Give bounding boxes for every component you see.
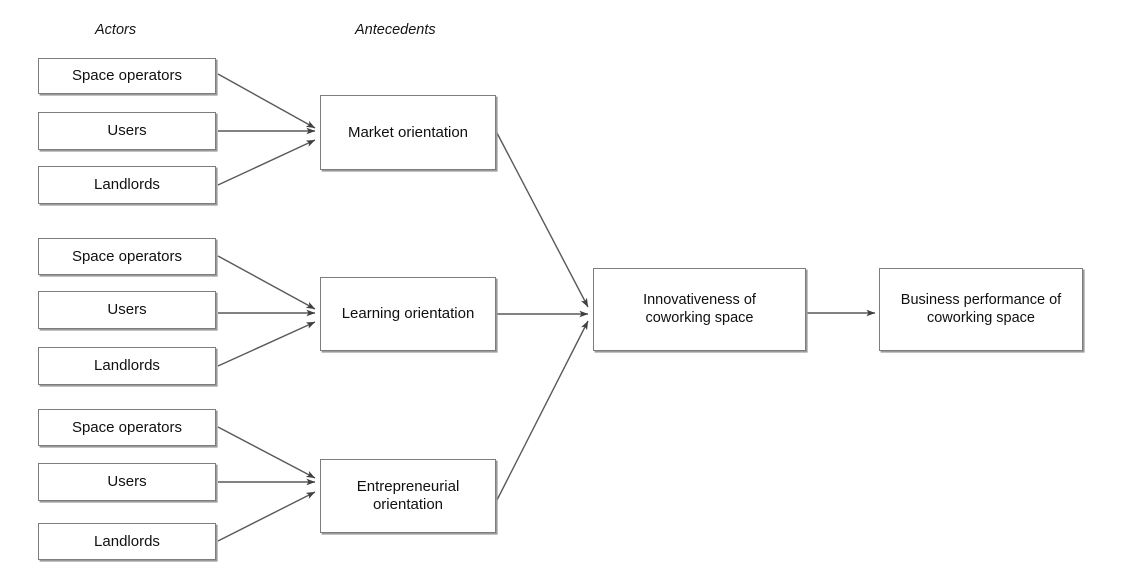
actor-box-entrepreneurial-landlords[interactable]: Landlords bbox=[38, 523, 216, 560]
node-label: Market orientation bbox=[347, 123, 469, 141]
actor-box-market-users[interactable]: Users bbox=[38, 112, 216, 150]
outcome-box-business-performance[interactable]: Business performance of coworking space bbox=[879, 268, 1083, 351]
actor-box-learning-space-operators[interactable]: Space operators bbox=[38, 238, 216, 275]
node-label: Users bbox=[107, 122, 147, 140]
node-label: Space operators bbox=[71, 418, 183, 436]
node-label: Business performance of coworking space bbox=[900, 292, 1062, 326]
node-label: Landlords bbox=[94, 176, 160, 194]
actor-box-market-space-operators[interactable]: Space operators bbox=[38, 58, 216, 94]
column-header-actors: Actors bbox=[95, 22, 137, 38]
actor-box-entrepreneurial-space-operators[interactable]: Space operators bbox=[38, 409, 216, 446]
node-label: Learning orientation bbox=[341, 305, 475, 323]
edge-landlords-to-entrepreneurial bbox=[217, 491, 316, 542]
antecedent-box-entrepreneurial[interactable]: Entrepreneurial orientation bbox=[320, 459, 496, 533]
antecedent-box-learning[interactable]: Learning orientation bbox=[320, 277, 496, 351]
node-label: Landlords bbox=[94, 357, 160, 375]
edge-landlords-to-learning bbox=[217, 321, 316, 367]
edge-space-operators-to-market bbox=[217, 73, 316, 129]
node-label: Space operators bbox=[71, 247, 183, 265]
node-label: Landlords bbox=[94, 532, 160, 550]
node-label: Users bbox=[107, 301, 147, 319]
actor-box-learning-landlords[interactable]: Landlords bbox=[38, 347, 216, 385]
actor-box-market-landlords[interactable]: Landlords bbox=[38, 166, 216, 204]
node-label: Innovativeness of coworking space bbox=[643, 292, 756, 326]
node-label: Space operators bbox=[71, 67, 183, 85]
edge-entrepreneurial-to-innovativeness bbox=[496, 320, 589, 501]
actor-box-learning-users[interactable]: Users bbox=[38, 291, 216, 329]
outcome-box-innovativeness[interactable]: Innovativeness of coworking space bbox=[593, 268, 806, 351]
edge-space-operators-to-entrepreneurial bbox=[217, 426, 316, 479]
column-header-antecedents: Antecedents bbox=[355, 22, 436, 38]
actor-box-entrepreneurial-users[interactable]: Users bbox=[38, 463, 216, 501]
edge-market-to-innovativeness bbox=[496, 132, 589, 308]
edge-landlords-to-market bbox=[217, 139, 316, 186]
edge-space-operators-to-learning bbox=[217, 255, 316, 310]
antecedent-box-market[interactable]: Market orientation bbox=[320, 95, 496, 170]
node-label: Entrepreneurial orientation bbox=[356, 478, 460, 513]
node-label: Users bbox=[107, 473, 147, 491]
